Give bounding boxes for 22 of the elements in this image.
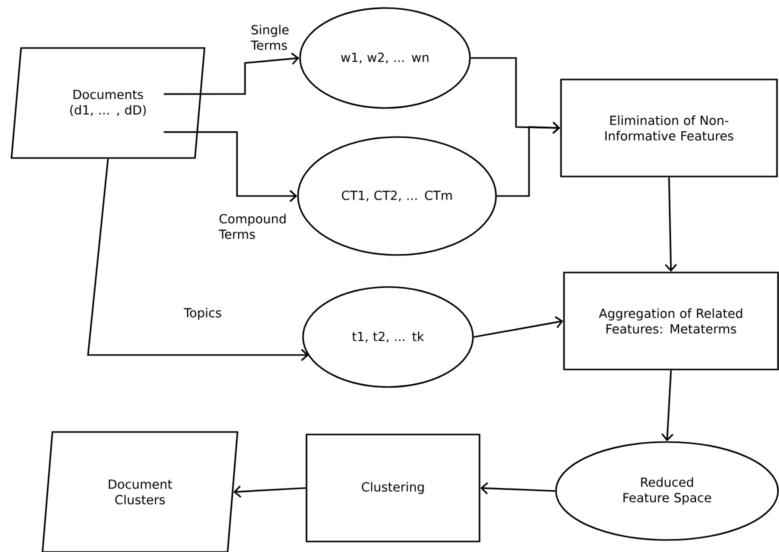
arrow: [164, 131, 298, 202]
process-box: Clustering: [306, 434, 480, 542]
arrow: [474, 316, 564, 338]
edge-label: Topics: [184, 308, 222, 320]
ellipse-node: t1, t2, ... tk: [302, 286, 474, 388]
process-box: Elimination of Non-Informative Features: [560, 78, 778, 178]
process-box: Aggregation of Related Features: Metaterms: [563, 272, 779, 370]
arrow: [164, 52, 300, 95]
data-parallelogram: Documents (d1, ... , dD): [10, 47, 206, 159]
ellipse-node: CT1, CT2, ... CTm: [297, 136, 497, 256]
ellipse-node: w1, w2, ... wn: [299, 7, 471, 109]
ellipse-node: Reduced Feature Space: [555, 441, 779, 541]
edge-label: Compound Terms: [218, 214, 286, 239]
arrow: [470, 57, 560, 134]
edge-label: Single Terms: [250, 24, 289, 50]
arrow: [496, 122, 560, 197]
data-parallelogram: Document Clusters: [42, 431, 238, 552]
arrow: [661, 370, 674, 442]
arrow: [233, 486, 306, 498]
arrow: [664, 177, 677, 272]
arrow: [87, 158, 309, 362]
arrow: [480, 482, 556, 494]
